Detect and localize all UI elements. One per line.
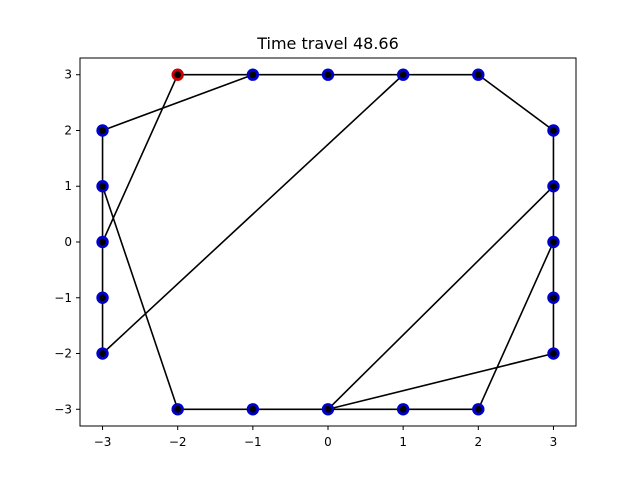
tour-point-center bbox=[99, 294, 106, 302]
y-tick-label: 2 bbox=[64, 123, 72, 137]
tour-point-center bbox=[550, 127, 557, 134]
tour-point-center bbox=[99, 238, 106, 246]
tour-point-center bbox=[474, 71, 482, 79]
tour-point-center bbox=[399, 405, 407, 413]
tour-point-center bbox=[550, 294, 557, 302]
x-tick-label: −2 bbox=[169, 435, 187, 449]
tour-point-center bbox=[99, 350, 106, 357]
tour-point-center bbox=[99, 182, 106, 190]
x-tick-label: 3 bbox=[550, 435, 558, 449]
tour-point-center bbox=[324, 71, 332, 79]
tour-point-center bbox=[474, 405, 482, 413]
x-tick-label: −3 bbox=[94, 435, 112, 449]
x-tick-label: 2 bbox=[474, 435, 482, 449]
tour-point-center bbox=[249, 405, 257, 413]
tour-point-center bbox=[249, 71, 257, 79]
y-tick-label: 3 bbox=[64, 68, 72, 82]
axes-frame bbox=[79, 57, 577, 427]
y-tick-label: 0 bbox=[64, 235, 72, 249]
start-point-center bbox=[174, 71, 182, 79]
x-tick-label: −1 bbox=[244, 435, 262, 449]
y-tick-label: −1 bbox=[54, 291, 72, 305]
tour-point-center bbox=[550, 238, 557, 246]
tour-point-center bbox=[550, 182, 557, 190]
y-tick-label: 1 bbox=[64, 179, 72, 193]
tour-point-center bbox=[174, 405, 182, 413]
x-tick-label: 0 bbox=[324, 435, 332, 449]
plot-layer: −3 −2 −1 0 1 2 3 −3 −2 −1 0 1 2 3 bbox=[54, 57, 577, 449]
y-tick-label: −3 bbox=[54, 402, 72, 416]
chart-title: Time travel 48.66 bbox=[256, 34, 399, 53]
tour-point-center bbox=[324, 405, 332, 413]
x-tick-label: 1 bbox=[399, 435, 407, 449]
tour-point-center bbox=[550, 350, 557, 357]
tour-point-center bbox=[99, 127, 106, 134]
y-tick-label: −2 bbox=[54, 347, 72, 361]
tour-point-center bbox=[399, 71, 407, 79]
